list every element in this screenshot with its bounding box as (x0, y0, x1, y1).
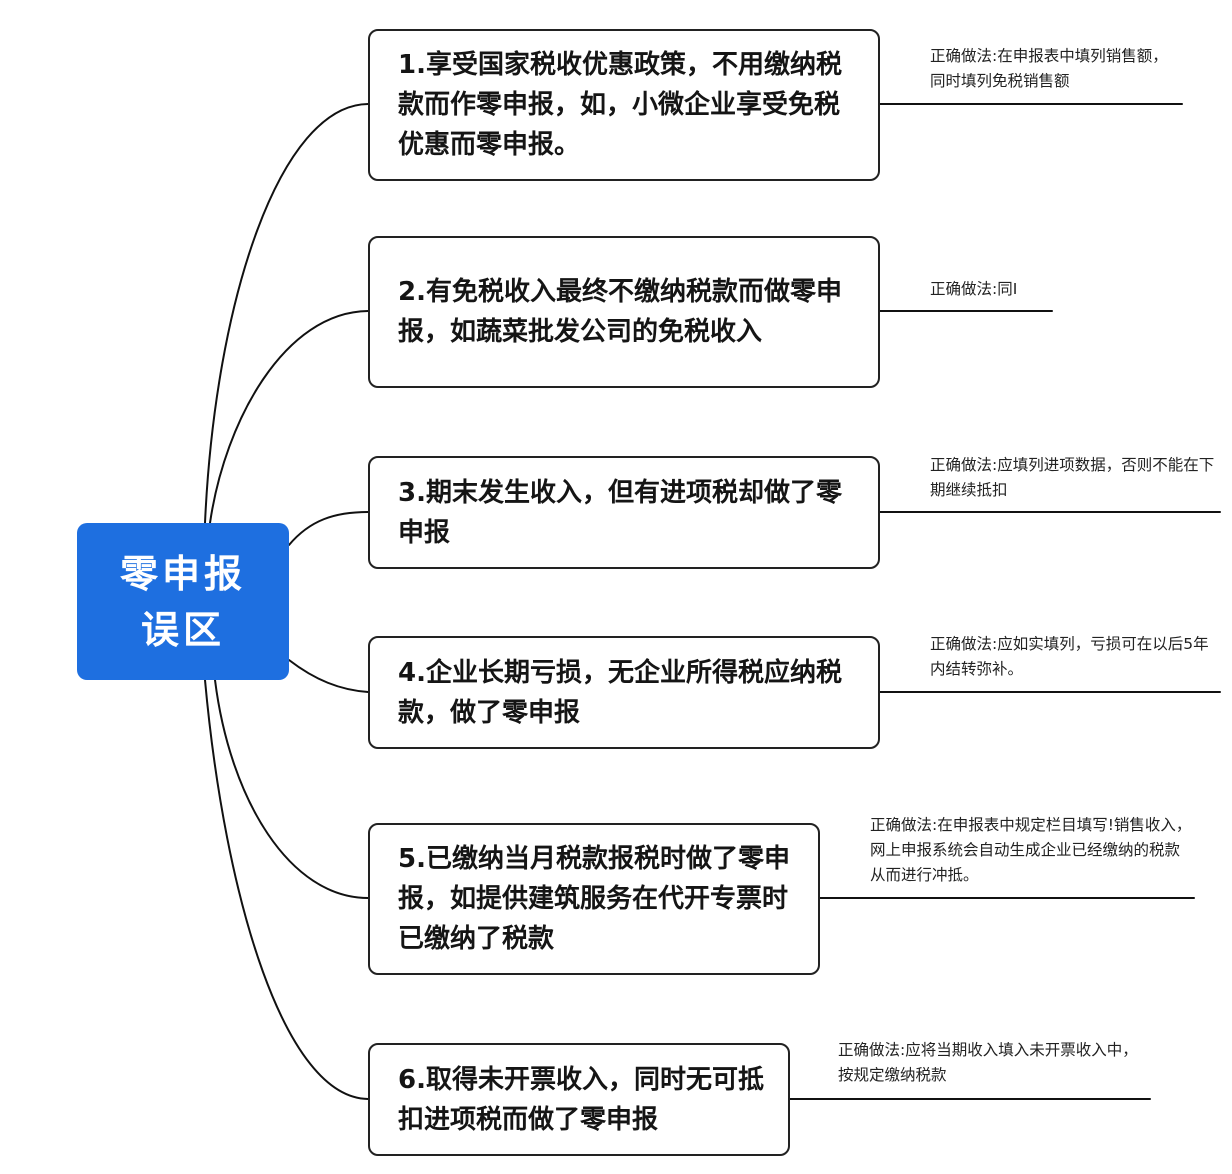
mistake-node-1: 1.享受国家税收优惠政策，不用缴纳税款而作零申报，如，小微企业享受免税优惠而零申… (368, 29, 880, 181)
mistake-text-1: 1.享受国家税收优惠政策，不用缴纳税款而作零申报，如，小微企业享受免税优惠而零申… (398, 50, 842, 160)
root-node: 零申报 误区 (77, 523, 289, 680)
mistake-text-4: 4.企业长期亏损，无企业所得税应纳税款，做了零申报 (398, 657, 842, 728)
mistake-node-3: 3.期末发生收入，但有进项税却做了零申报 (368, 456, 880, 569)
mistake-text-5: 5.已缴纳当月税款报税时做了零申报，如提供建筑服务在代开专票时已缴纳了税款 (398, 844, 790, 954)
mistake-text-3: 3.期末发生收入，但有进项税却做了零申报 (398, 477, 842, 548)
correct-note-5: 正确做法:在申报表中规定栏目填写!销售收入，网上申报系统会自动生成企业已经缴纳的… (870, 816, 1192, 884)
mistake-node-4: 4.企业长期亏损，无企业所得税应纳税款，做了零申报 (368, 636, 880, 749)
connector-root-item-4 (288, 659, 369, 693)
connector-root-item-1 (204, 103, 369, 524)
mistake-node-2: 2.有免税收入最终不缴纳税款而做零申报，如蔬菜批发公司的免税收入 (368, 236, 880, 388)
connector-root-item-5 (214, 679, 369, 899)
root-title-line-1: 零申报 (119, 551, 246, 596)
mistake-node-5: 5.已缴纳当月税款报税时做了零申报，如提供建筑服务在代开专票时已缴纳了税款 (368, 823, 820, 975)
correct-note-3: 正确做法:应填列进项数据，否则不能在下期继续抵扣 (930, 456, 1215, 499)
mistake-text-2: 2.有免税收入最终不缴纳税款而做零申报，如蔬菜批发公司的免税收入 (398, 277, 842, 347)
root-title-line-2: 误区 (140, 607, 225, 652)
mistake-node-6: 6.取得未开票收入，同时无可抵扣进项税而做了零申报 (368, 1043, 790, 1156)
correct-note-1: 正确做法:在申报表中填列销售额，同时填列免税销售额 (930, 47, 1168, 90)
correct-note-6: 正确做法:应将当期收入填入未开票收入中，按规定缴纳税款 (838, 1041, 1138, 1084)
mistake-text-6: 6.取得未开票收入，同时无可抵扣进项税而做了零申报 (398, 1064, 764, 1135)
correct-note-4: 正确做法:应如实填列，亏损可在以后5年内结转弥补。 (930, 635, 1209, 678)
connector-root-item-6 (204, 679, 369, 1100)
correct-note-2: 正确做法:同I (930, 280, 1018, 298)
connector-root-item-2 (209, 310, 369, 524)
connector-root-item-3 (288, 511, 369, 546)
